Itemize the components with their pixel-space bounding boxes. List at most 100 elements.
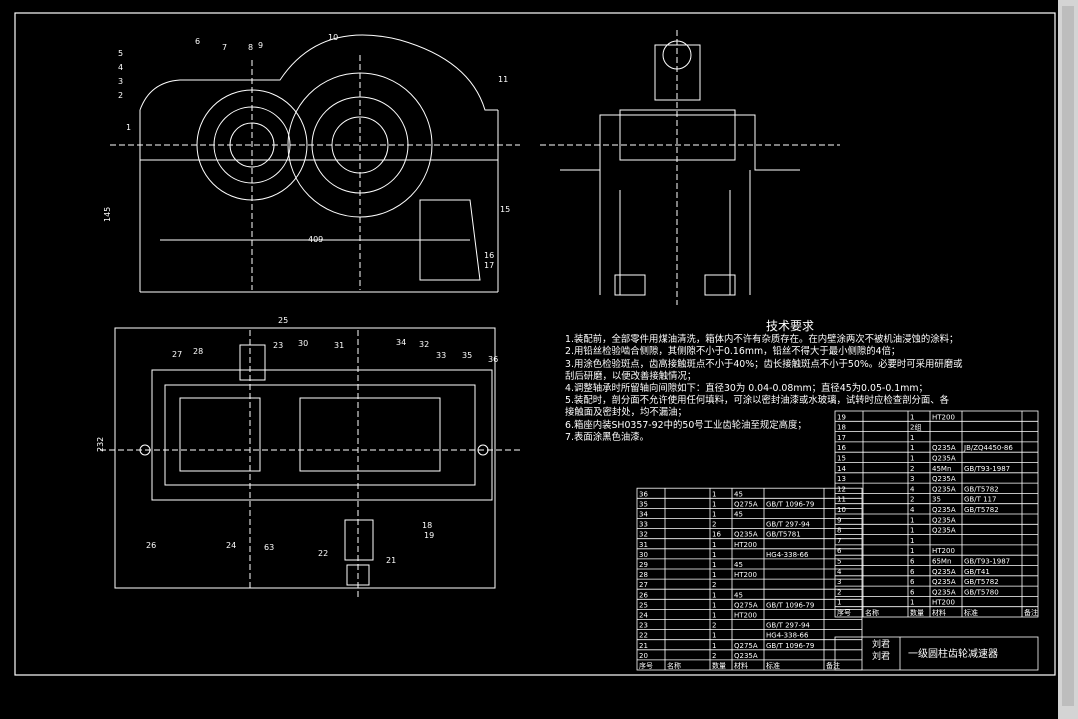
- drawing-title: 一级圆柱齿轮减速器: [908, 647, 998, 660]
- bom-cell-material: 45: [734, 591, 743, 599]
- bom-cell-qty: 2: [712, 652, 716, 660]
- bom-cell-no: 8: [837, 527, 841, 535]
- bom-cell-no: 18: [837, 424, 846, 432]
- technical-requirements: 技术要求 1.装配前，全部零件用煤油清洗，箱体内不许有杂质存在。在内壁涂两次不被…: [565, 320, 995, 444]
- bom-cell-no: 29: [639, 561, 648, 569]
- bom-header-cell: 备注: [826, 661, 840, 670]
- svg-text:34: 34: [396, 338, 406, 347]
- bom-header-cell: 备注: [1024, 608, 1038, 617]
- bom-cell-no: 3: [837, 578, 841, 586]
- bom-cell-material: HT200: [734, 571, 757, 579]
- tech-line: 1.装配前，全部零件用煤油清洗，箱体内不许有杂质存在。在内壁涂两次不被机油浸蚀的…: [565, 334, 959, 346]
- bom-cell-qty: 1: [910, 413, 914, 421]
- bom-cell-no: 7: [837, 537, 841, 545]
- bom-cell-material: Q235A: [932, 578, 956, 586]
- bom-cell-no: 20: [639, 652, 648, 660]
- scrollbar-thumb[interactable]: [1062, 6, 1074, 706]
- bom-cell-standard: GB/T 117: [964, 496, 996, 504]
- technical-requirements-title: 技术要求: [765, 319, 814, 333]
- bom-cell-standard: HG4-338-66: [766, 551, 809, 559]
- bom-cell-no: 31: [639, 541, 648, 549]
- svg-text:26: 26: [146, 541, 156, 550]
- bom-cell-material: Q235A: [932, 455, 956, 463]
- drawing-frame: [14, 12, 1056, 676]
- bom-cell-qty: 1: [712, 642, 716, 650]
- bom-cell-material: Q235A: [932, 588, 956, 596]
- dim-width-bottom: 232: [96, 437, 105, 452]
- bom-cell-standard: GB/T5782: [964, 485, 999, 493]
- bom-header-cell: 数量: [910, 608, 924, 617]
- svg-text:35: 35: [462, 351, 472, 360]
- bom-cell-material: Q235A: [932, 506, 956, 514]
- svg-text:10: 10: [328, 33, 338, 42]
- bom-cell-no: 26: [639, 591, 648, 599]
- bom-cell-qty: 1: [712, 500, 716, 508]
- bom-cell-standard: GB/T5782: [964, 506, 999, 514]
- bom-cell-no: 21: [639, 642, 648, 650]
- bom-cell-standard: GB/T5781: [766, 531, 801, 539]
- bom-header-cell: 数量: [712, 661, 726, 670]
- tech-line: 4.调整轴承时所留轴向间隙如下：直径30为 0.04-0.08mm；直径45为0…: [565, 383, 928, 395]
- bom-cell-qty: 6: [910, 588, 915, 596]
- bom-cell-no: 24: [639, 612, 648, 620]
- svg-text:7: 7: [222, 43, 227, 52]
- bom-cell-standard: GB/T 1096-79: [766, 642, 814, 650]
- svg-text:16: 16: [484, 251, 494, 260]
- bom-cell-qty: 2: [910, 496, 914, 504]
- balloons-bottom: 25 27 28 23 30 31 34 32 33 35 36 26 24 6…: [146, 316, 498, 565]
- bom-cell-qty: 1: [910, 455, 914, 463]
- bom-cell-no: 23: [639, 622, 648, 630]
- bom-cell-material: 45: [734, 511, 743, 519]
- bom-cell-qty: 4: [910, 485, 915, 493]
- bom-cell-qty: 6: [910, 578, 915, 586]
- svg-text:28: 28: [193, 347, 203, 356]
- svg-text:21: 21: [386, 556, 396, 565]
- bom-cell-standard: GB/T5782: [964, 578, 999, 586]
- bom-cell-qty: 1: [712, 541, 716, 549]
- bom-cell-standard: GB/T 297-94: [766, 622, 810, 630]
- bom-cell-no: 36: [639, 490, 648, 498]
- svg-text:30: 30: [298, 339, 308, 348]
- svg-text:3: 3: [118, 77, 123, 86]
- bom-cell-qty: 1: [712, 601, 716, 609]
- bom-cell-material: 45: [734, 490, 743, 498]
- bom-cell-material: Q235A: [932, 527, 956, 535]
- svg-text:22: 22: [318, 549, 328, 558]
- bom-header-cell: 标准: [766, 661, 780, 670]
- bom-cell-no: 2: [837, 588, 841, 596]
- bom-header-cell: 标准: [964, 608, 978, 617]
- bom-cell-no: 14: [837, 465, 846, 473]
- bom-cell-standard: JB/ZQ4450-86: [963, 444, 1013, 452]
- svg-text:8: 8: [248, 43, 253, 52]
- svg-text:27: 27: [172, 350, 182, 359]
- bom-cell-material: Q235A: [932, 516, 956, 524]
- title-block: [834, 636, 1039, 671]
- svg-text:17: 17: [484, 261, 494, 270]
- svg-text:5: 5: [118, 49, 123, 58]
- bom-cell-qty: 2: [712, 521, 716, 529]
- bom-cell-no: 33: [639, 521, 648, 529]
- drawn-by-1: 刘君: [872, 638, 890, 650]
- plan-view: [100, 327, 520, 600]
- svg-text:63: 63: [264, 543, 274, 552]
- bom-cell-no: 15: [837, 455, 846, 463]
- bom-cell-standard: GB/T 1096-79: [766, 500, 814, 508]
- bom-cell-material: HT200: [932, 413, 955, 421]
- bom-cell-material: Q275A: [734, 500, 758, 508]
- bom-cell-no: 6: [837, 547, 842, 555]
- tech-line: 6.箱座内装SH0357-92中的50号工业齿轮油至规定高度；: [565, 419, 807, 431]
- bom-cell-no: 17: [837, 434, 846, 442]
- bom-cell-qty: 1: [910, 434, 914, 442]
- bom-cell-standard: GB/T5780: [964, 588, 999, 596]
- bom-cell-material: Q275A: [734, 642, 758, 650]
- svg-text:19: 19: [424, 531, 434, 540]
- vertical-scrollbar[interactable]: [1058, 0, 1078, 719]
- bom-cell-qty: 1: [910, 516, 914, 524]
- balloons-top: 1 2 3 4 5 6 7 8 9 10 11 15 16 17: [118, 33, 510, 270]
- bom-cell-qty: 1: [712, 591, 716, 599]
- bom-cell-qty: 1: [712, 490, 716, 498]
- bom-cell-qty: 2组: [910, 423, 921, 432]
